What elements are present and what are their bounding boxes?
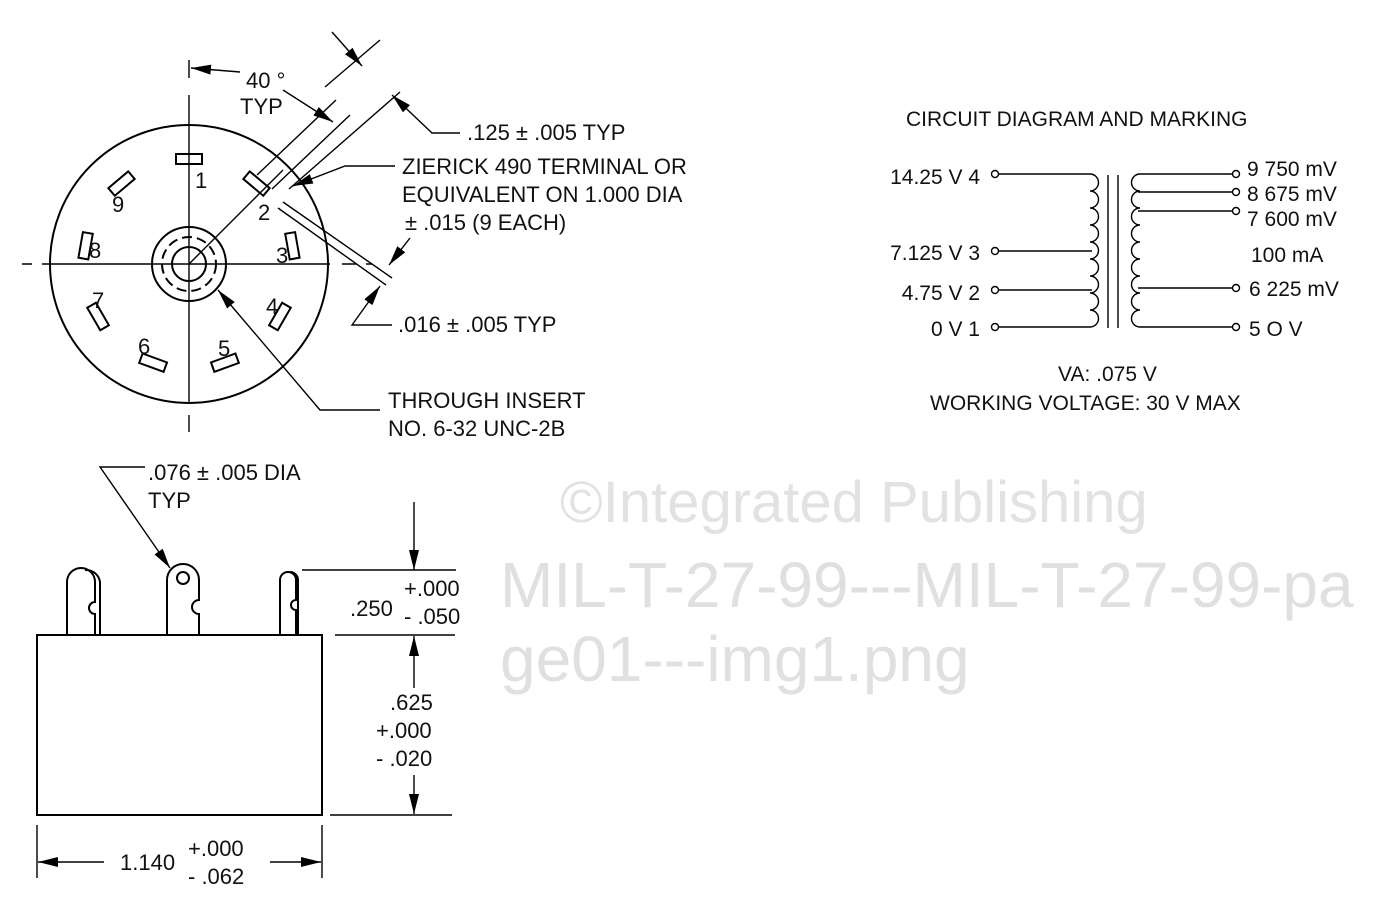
primary-tap-4: 14.25 V 4 (890, 166, 980, 189)
terminal-pins (77, 153, 301, 374)
watermark-filename: MIL-T-27-99---MIL-T-27-99-page01---img1.… (500, 549, 1354, 695)
width-extension-lines (36, 825, 323, 878)
terminal-slot-6 (137, 352, 169, 374)
hole-note-line-1: .076 ± .005 DIA (148, 460, 301, 485)
secondary-tap-5: 5 O V (1249, 318, 1303, 341)
terminal-slot-7 (85, 301, 111, 332)
insert-note-line-1: THROUGH INSERT (388, 388, 586, 413)
transformer-core (1107, 175, 1119, 328)
primary-winding (1089, 173, 1100, 328)
body-height-minus: - .020 (376, 746, 432, 771)
body-height-nominal: .625 (390, 690, 433, 715)
terminal-slot-3 (284, 230, 301, 261)
angle-arrow (190, 64, 241, 75)
pin-label-4: 4 (266, 294, 278, 319)
thickness-arrow-top (388, 237, 411, 266)
circuit-title: CIRCUIT DIAGRAM AND MARKING (906, 108, 1247, 131)
secondary-tap-7: 7 600 mV (1247, 208, 1337, 231)
angle-typ-label: TYP (240, 94, 283, 119)
lead-thickness-label: .016 ± .005 TYP (398, 312, 556, 337)
pin-label-7: 7 (92, 288, 104, 313)
terminal-height-nominal: .250 (350, 596, 393, 621)
terminal-slot-1 (175, 153, 203, 165)
terminal-note-line-1: ZIERICK 490 TERMINAL OR (402, 154, 687, 179)
width-arrow-top (331, 31, 363, 67)
terminal-right (279, 571, 299, 635)
secondary-winding (1130, 173, 1141, 328)
primary-tap-1: 0 V 1 (931, 318, 980, 341)
width-arrow-bottom (391, 94, 460, 134)
terminal-note-line-2: EQUIVALENT ON 1.000 DIA (402, 182, 683, 207)
terminal-slot-5 (209, 352, 241, 374)
pin-label-3: 3 (276, 243, 288, 268)
working-voltage: WORKING VOLTAGE: 30 V MAX (930, 392, 1241, 415)
insert-leader (217, 289, 380, 411)
pin-label-2: 2 (258, 200, 270, 225)
thickness-arrow-bottom (350, 285, 392, 326)
body-width-plus: +.000 (188, 836, 244, 861)
angle-label: 40 ° (246, 68, 285, 93)
extension-lines (302, 569, 456, 816)
top-view: 1 2 3 4 5 6 7 8 9 40 ° TYP .125 ± .005 T… (22, 31, 687, 441)
primary-tap-2: 4.75 V 2 (902, 282, 980, 305)
terminal-leader (292, 165, 395, 187)
secondary-tap-6: 6 225 mV (1249, 278, 1339, 301)
primary-tap-3: 7.125 V 3 (890, 242, 980, 265)
terminal-slot-8 (77, 230, 94, 261)
secondary-current: 100 mA (1251, 244, 1323, 267)
terminal-hole (176, 571, 190, 585)
body-width-nominal: 1.140 (120, 850, 175, 875)
side-view: .076 ± .005 DIA TYP .250 +.000 - .050 .6… (36, 460, 460, 889)
terminal-middle (166, 563, 200, 635)
body-outline (36, 634, 323, 816)
hole-note-line-2: TYP (148, 488, 191, 513)
secondary-tap-9: 9 750 mV (1247, 158, 1337, 181)
watermark-publisher: ©Integrated Publishing (560, 470, 1148, 535)
terminal-slot-9 (106, 169, 137, 198)
circuit-diagram: CIRCUIT DIAGRAM AND MARKING 14.25 V 4 7.… (890, 108, 1339, 415)
va-rating: VA: .075 V (1058, 363, 1157, 386)
insert-note-line-2: NO. 6-32 UNC-2B (388, 416, 565, 441)
pin-label-5: 5 (218, 336, 230, 361)
body-width-minus: - .062 (188, 864, 244, 889)
terminal-left (66, 567, 101, 635)
terminal-slot-2 (241, 169, 272, 198)
secondary-tap-8: 8 675 mV (1247, 183, 1337, 206)
angle-arrow-2 (282, 89, 334, 123)
lead-extension-lines (188, 39, 401, 286)
terminal-height-plus: +.000 (404, 576, 460, 601)
pin-label-1: 1 (195, 168, 207, 193)
hole-leader (98, 466, 171, 569)
lead-width-label: .125 ± .005 TYP (467, 120, 625, 145)
pin-label-6: 6 (138, 334, 150, 359)
pin-label-8: 8 (89, 238, 101, 263)
terminal-slot-4 (267, 301, 293, 332)
terminal-note-line-3: ± .015 (9 EACH) (405, 210, 566, 235)
terminal-height-minus: - .050 (404, 604, 460, 629)
body-height-plus: +.000 (376, 718, 432, 743)
pin-label-9: 9 (112, 192, 124, 217)
